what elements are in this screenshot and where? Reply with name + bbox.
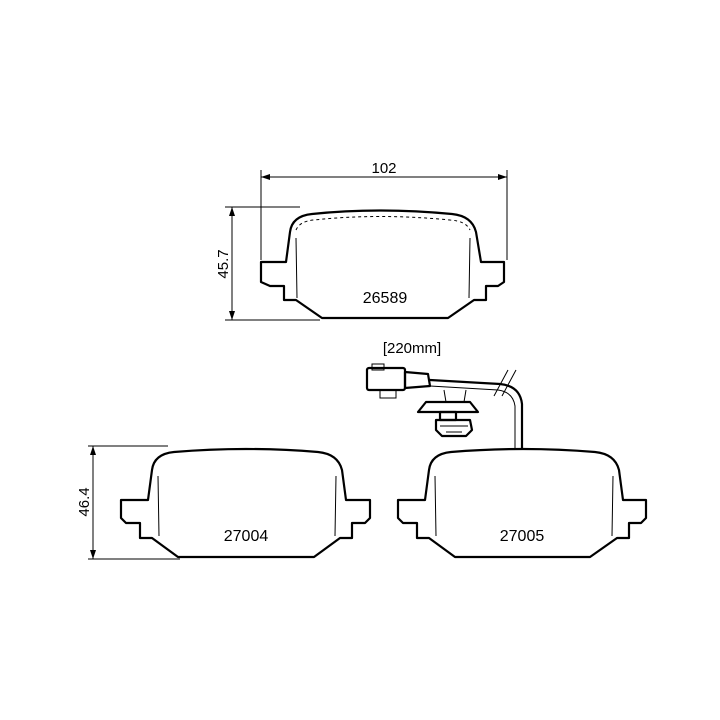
- pad-top-outline: [259, 209, 506, 320]
- sensor-connector-latch: [371, 363, 385, 371]
- wear-sensor: [220mm]: [365, 340, 524, 450]
- sensor-wire-inner: [429, 385, 516, 448]
- pad-top-inner-line: [295, 237, 471, 299]
- dim-width-label: 102: [371, 160, 396, 177]
- pad-bottom-right-part-number: 27005: [500, 528, 545, 545]
- wire-length-label: [220mm]: [383, 340, 441, 357]
- pad-bottom-left-part-number: 27004: [224, 528, 269, 545]
- pad-top-part-number: 26589: [363, 290, 408, 307]
- sensor-clip-neck: [438, 410, 458, 422]
- pad-top-friction-edge: [295, 216, 471, 231]
- wire-break-mark-1: [493, 369, 509, 397]
- dim-height-top-label: 45.7: [215, 249, 232, 278]
- pad-top: 102 45.7 26589: [215, 160, 508, 321]
- sensor-clip-base: [416, 400, 480, 414]
- sensor-connector-tab: [379, 389, 397, 399]
- dim-height-bottom-label: 46.4: [76, 487, 93, 516]
- pad-bottom-left-inner-line: [157, 475, 337, 537]
- wire-break-mark-2: [501, 369, 517, 397]
- pad-bottom-left-outline: [119, 447, 372, 559]
- pad-bottom-left: 46.4 27004: [76, 445, 372, 560]
- sensor-connector-plug: [365, 366, 407, 392]
- pad-bottom-right-outline: [396, 447, 648, 559]
- pad-bottom-right-inner-line: [434, 475, 614, 537]
- sensor-clip-ridges: [440, 425, 468, 433]
- sensor-clip-arms: [443, 389, 467, 403]
- pad-bottom-right: 27005: [396, 447, 648, 559]
- sensor-connector-sleeve: [403, 370, 432, 390]
- sensor-clip-head: [434, 418, 474, 438]
